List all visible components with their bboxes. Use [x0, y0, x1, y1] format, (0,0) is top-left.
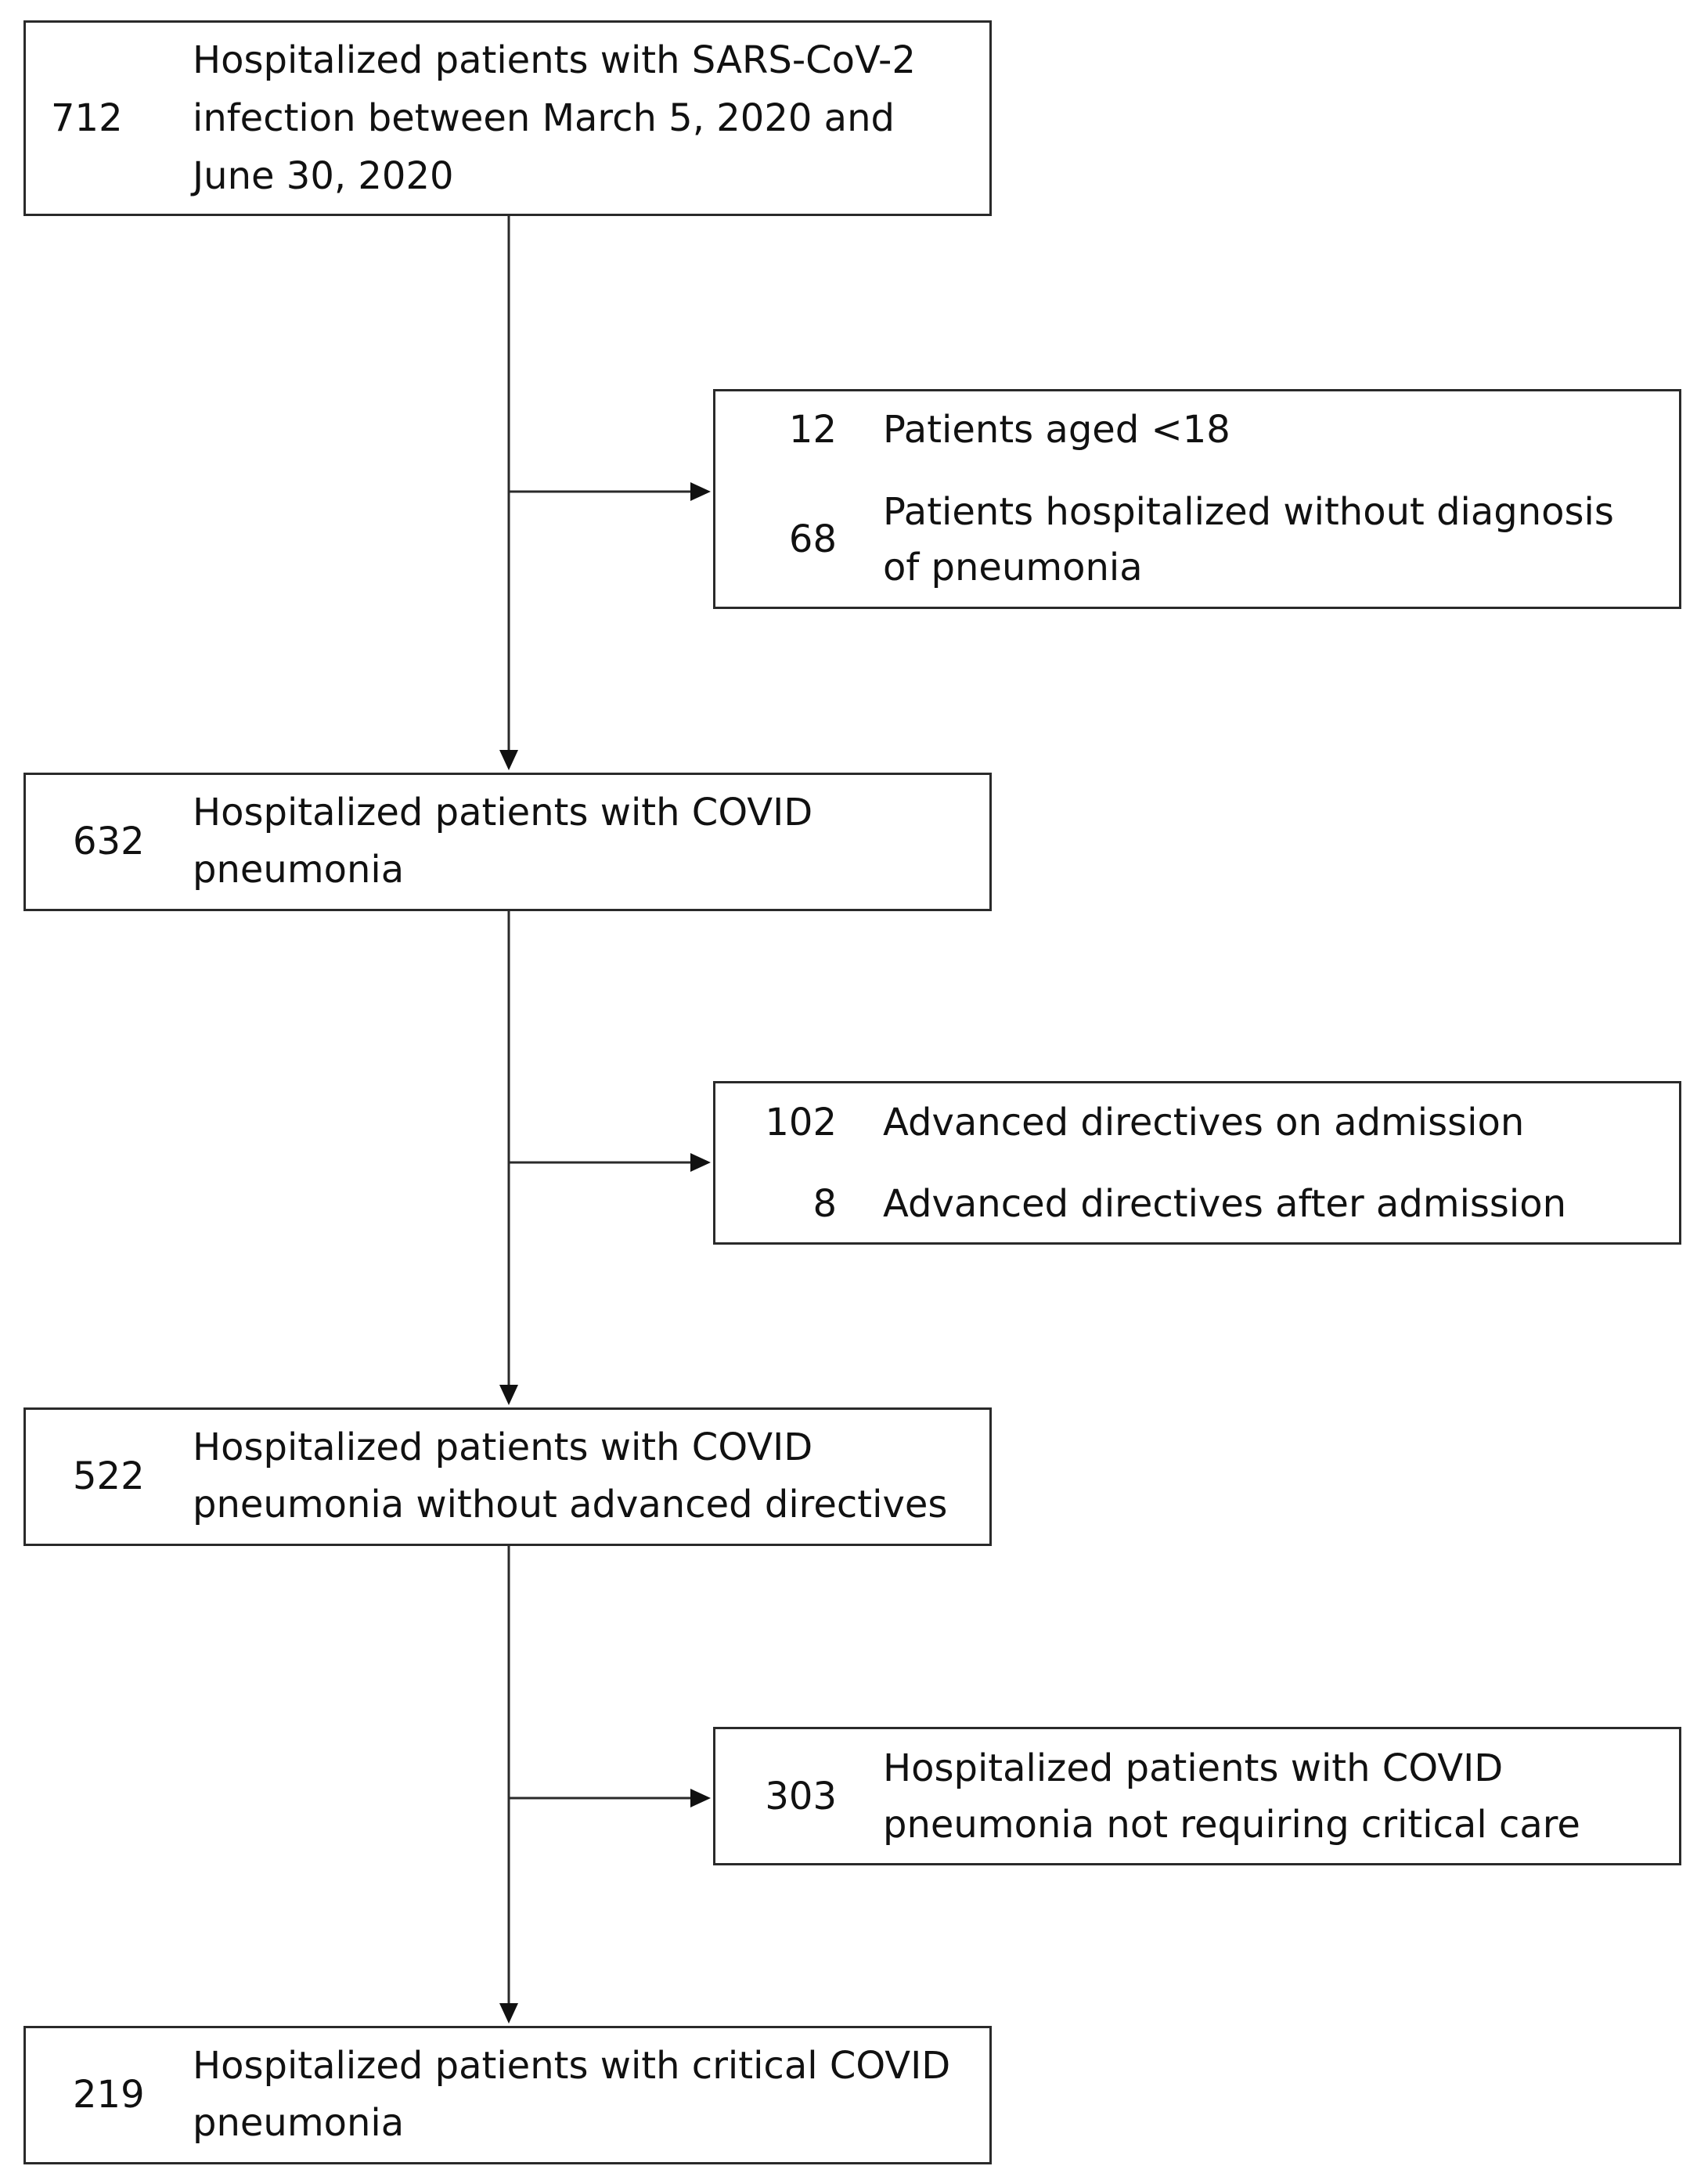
- flow-box-covid-pneumonia: 632 Hospitalized patients with COVID pne…: [23, 773, 992, 911]
- box-text-line: pneumonia: [193, 2101, 405, 2145]
- exclusion-text-line: of pneumonia: [883, 546, 1143, 589]
- arrowhead-right: [690, 482, 711, 501]
- exclusion-text-line: Patients aged <18: [883, 408, 1230, 452]
- exclusion-text-line: pneumonia not requiring critical care: [883, 1803, 1580, 1847]
- box-count: 632: [73, 820, 145, 863]
- exclusion-box-2: 102 Advanced directives on admission 8 A…: [713, 1081, 1681, 1245]
- box-count: 522: [73, 1454, 145, 1498]
- box-count: 712: [51, 96, 123, 140]
- box-text-line: Hospitalized patients with COVID: [193, 791, 813, 834]
- box-text-line: infection between March 5, 2020 and: [193, 96, 895, 140]
- box-text-line: Hospitalized patients with COVID: [193, 1425, 813, 1469]
- exclusion-count: 303: [765, 1775, 837, 1818]
- arrowhead-down: [499, 2003, 518, 2024]
- flow-box-total: 712 Hospitalized patients with SARS-CoV-…: [23, 20, 992, 216]
- exclusion-count: 12: [788, 408, 837, 452]
- exclusion-text-line: Patients hospitalized without diagnosis: [883, 490, 1614, 534]
- exclusion-box-1: 12 Patients aged <18 68 Patients hospita…: [713, 389, 1681, 609]
- arrowhead-down: [499, 1385, 518, 1405]
- exclusion-text-line: Advanced directives on admission: [883, 1101, 1525, 1144]
- box-text-line: Hospitalized patients with critical COVI…: [193, 2044, 951, 2088]
- box-count: 219: [73, 2073, 145, 2117]
- box-text-line: June 30, 2020: [193, 154, 454, 198]
- exclusion-count: 8: [812, 1182, 837, 1226]
- flow-box-critical: 219 Hospitalized patients with critical …: [23, 2026, 992, 2164]
- arrowhead-right: [690, 1789, 711, 1807]
- box-text-line: pneumonia without advanced directives: [193, 1483, 948, 1526]
- flow-box-no-directives: 522 Hospitalized patients with COVID pne…: [23, 1407, 992, 1546]
- arrowhead-down: [499, 750, 518, 770]
- exclusion-box-3: 303 Hospitalized patients with COVID pne…: [713, 1727, 1681, 1865]
- arrowhead-right: [690, 1153, 711, 1172]
- exclusion-text-line: Advanced directives after admission: [883, 1182, 1567, 1226]
- exclusion-count: 102: [765, 1101, 837, 1144]
- exclusion-text-line: Hospitalized patients with COVID: [883, 1746, 1504, 1790]
- exclusion-count: 68: [788, 517, 837, 561]
- box-text-line: Hospitalized patients with SARS-CoV-2: [193, 38, 916, 82]
- box-text-line: pneumonia: [193, 848, 405, 892]
